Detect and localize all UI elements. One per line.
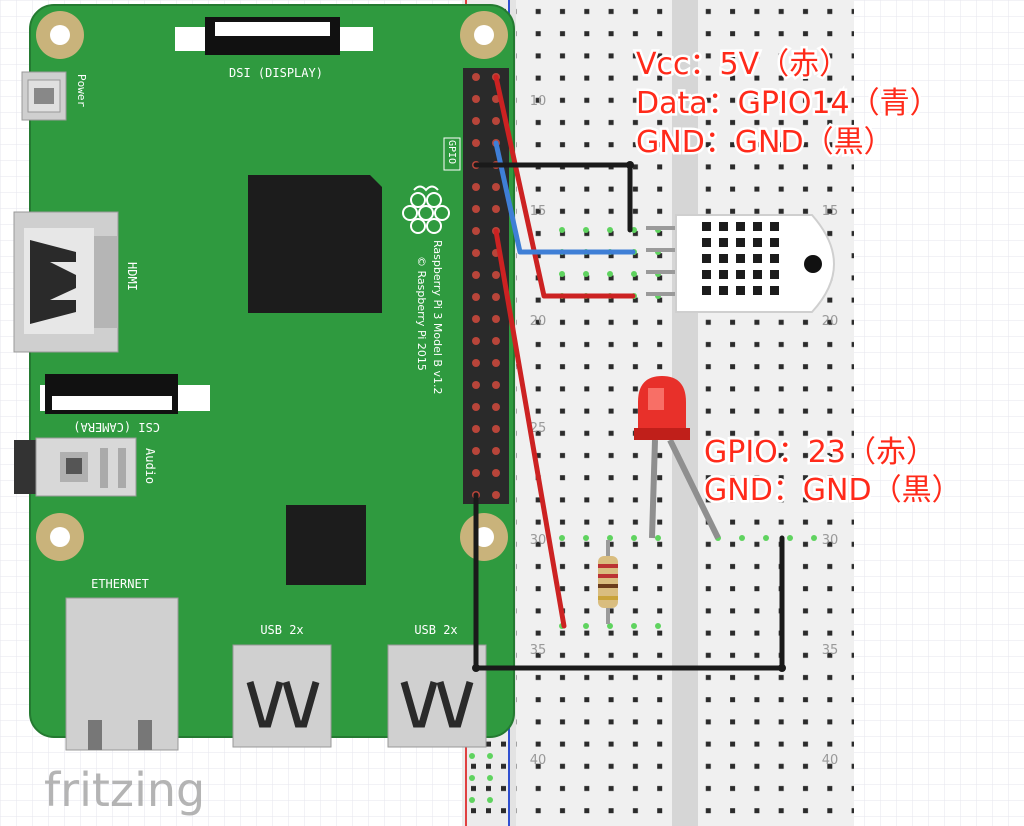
sensor-data-note: Data：GPIO14（青） bbox=[636, 86, 940, 121]
usb-port-2 bbox=[387, 644, 487, 748]
wires bbox=[472, 74, 786, 672]
row-number-20-right: 20 bbox=[822, 314, 839, 329]
row-number-40: 40 bbox=[530, 753, 547, 768]
hdmi-connector bbox=[13, 211, 119, 353]
row-number-25: 25 bbox=[530, 421, 547, 436]
row-number-30: 30 bbox=[530, 533, 547, 548]
row-number-30-right: 30 bbox=[822, 533, 839, 548]
sensor-gnd-note: GND：GND（黒） bbox=[636, 125, 894, 160]
ethernet-label: ETHERNET bbox=[91, 577, 149, 591]
usb-label-2: USB 2x bbox=[414, 623, 457, 637]
row-number-15: 15 bbox=[530, 204, 547, 219]
led-gnd-note: GND：GND（黒） bbox=[704, 473, 962, 508]
raspberry-logo-icon bbox=[402, 185, 450, 234]
gpio23-wire bbox=[493, 228, 567, 629]
led-gpio-note: GPIO：23（赤） bbox=[704, 435, 936, 470]
row-number-40-right: 40 bbox=[822, 753, 839, 768]
row-number-35-right: 35 bbox=[822, 643, 839, 658]
csi-connector bbox=[40, 374, 210, 414]
hdmi-label: HDMI bbox=[125, 262, 139, 291]
row-number-35: 35 bbox=[530, 643, 547, 658]
power-connector bbox=[21, 71, 67, 121]
mounting-hole-icon bbox=[36, 11, 508, 561]
csi-label: CSI (CAMERA) bbox=[73, 420, 160, 434]
fritzing-watermark: fritzing bbox=[44, 763, 205, 817]
red-led bbox=[634, 376, 721, 540]
soc-chip bbox=[248, 175, 382, 313]
dht-sensor bbox=[646, 214, 836, 313]
row-number-10: 10 bbox=[530, 94, 547, 109]
sensor-annotation: Vcc：5V（赤） Data：GPIO14（青） GND：GND（黒） bbox=[634, 45, 943, 163]
dsi-label: DSI (DISPLAY) bbox=[229, 66, 323, 80]
led-annotation: GPIO：23（赤） GND：GND（黒） bbox=[702, 433, 965, 511]
row-number-15-right: 15 bbox=[822, 204, 839, 219]
resistor bbox=[598, 540, 618, 624]
sensor-vcc-note: Vcc：5V（赤） bbox=[636, 47, 849, 82]
model-label: Raspberry Pi 3 Model B v1.2 bbox=[431, 240, 444, 394]
usb-label-1: USB 2x bbox=[260, 623, 303, 637]
power-label: Power bbox=[75, 74, 88, 107]
vcc-wire bbox=[493, 74, 636, 299]
audio-jack bbox=[14, 437, 137, 497]
usb-controller-chip bbox=[286, 505, 366, 585]
copyright-label: © Raspberry Pi 2015 bbox=[415, 256, 428, 371]
gpio-header bbox=[463, 68, 509, 504]
raspberry-pi-board: DSI (DISPLAY) Power HDMI CSI (CAMERA) bbox=[13, 4, 515, 751]
data-wire bbox=[493, 140, 636, 255]
dsi-connector bbox=[175, 17, 373, 55]
usb-port-1 bbox=[232, 644, 332, 748]
ethernet-port bbox=[65, 597, 179, 751]
audio-label: Audio bbox=[143, 448, 157, 484]
led-gnd-wire bbox=[473, 492, 785, 671]
row-number-20: 20 bbox=[530, 314, 547, 329]
gpio-label: GPIO bbox=[446, 140, 457, 164]
